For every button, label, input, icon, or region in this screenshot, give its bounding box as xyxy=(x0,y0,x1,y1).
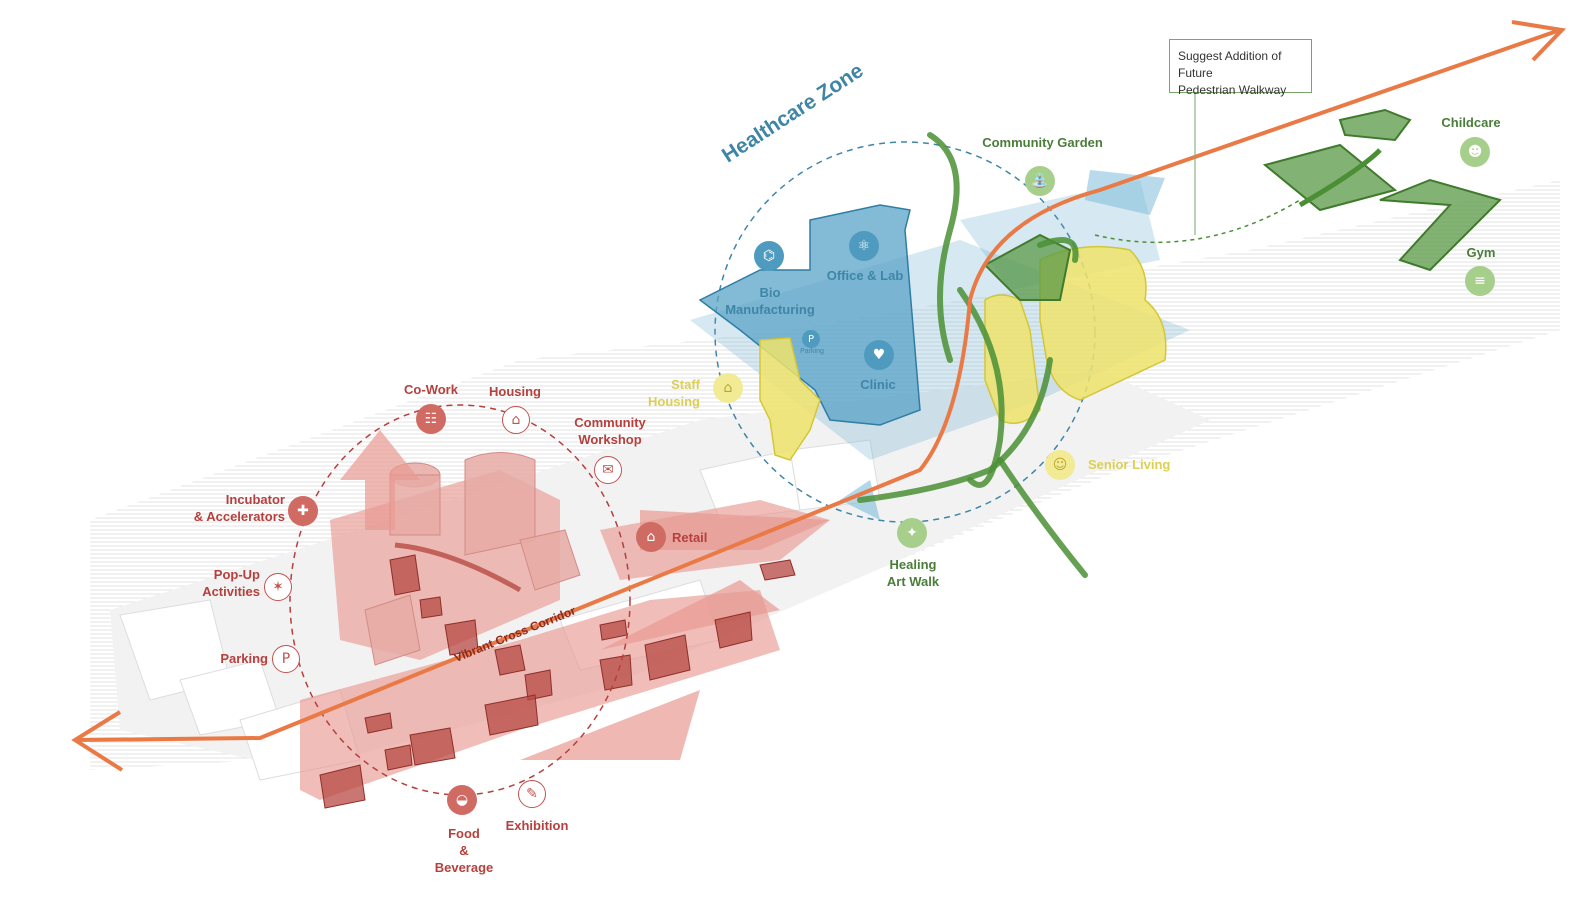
dumbbell-icon: ≡ xyxy=(1465,266,1495,296)
walk-arrows xyxy=(857,132,1088,578)
label-healing-art-walk: Healing Art Walk xyxy=(886,557,940,589)
walking-icon: ✦ xyxy=(897,518,927,548)
label-incubator: Incubator & Accelerators xyxy=(193,492,285,524)
label-staff-housing: Staff Housing xyxy=(648,377,700,409)
chat-icon: ✉ xyxy=(594,456,622,484)
future-walkway xyxy=(1094,199,1301,244)
walkway-callout: Suggest Addition of Future Pedestrian Wa… xyxy=(1169,39,1312,97)
label-community-garden: Community Garden xyxy=(982,135,1103,150)
food-bowl-icon: ◒ xyxy=(447,785,477,815)
commercial-buildings xyxy=(364,452,581,666)
label-gym: Gym xyxy=(1466,245,1496,260)
label-housing: Housing xyxy=(489,384,541,399)
label-bio-manufacturing: Bio Manufacturing xyxy=(725,285,815,317)
corridor-arrow-left xyxy=(71,710,124,772)
label-clinic: Clinic xyxy=(860,377,896,392)
gift-icon: ✚ xyxy=(288,496,318,526)
elder-icon: ☺ xyxy=(1045,450,1075,480)
commercial-arrows xyxy=(340,430,830,760)
curved-retail-arc xyxy=(394,542,522,593)
label-food-beverage: Food & Beverage xyxy=(434,826,494,875)
atom-icon: ⚛ xyxy=(849,231,879,261)
watering-can-icon: ⛲ xyxy=(1025,166,1055,196)
label-childcare: Childcare xyxy=(1441,115,1501,130)
parking-icon: P xyxy=(802,330,820,348)
callout-text: Suggest Addition of Future Pedestrian Wa… xyxy=(1178,49,1287,97)
house-icon: ⌂ xyxy=(713,373,743,403)
label-parking: Parking xyxy=(220,651,268,666)
heartbeat-icon: ♥ xyxy=(864,340,894,370)
healthcare-arrow xyxy=(1085,170,1165,215)
label-pop-up: Pop-Up Activities xyxy=(202,567,260,599)
corridor-line xyxy=(74,28,1561,742)
label-community-workshop: Community Workshop xyxy=(574,415,646,447)
corridor-arrow-right xyxy=(1511,20,1567,62)
family-icon: ☻ xyxy=(1460,137,1490,167)
brush-icon: ✎ xyxy=(518,780,546,808)
people-icon: ☷ xyxy=(416,404,446,434)
label-senior-living: Senior Living xyxy=(1088,457,1171,472)
label-office-lab: Office & Lab xyxy=(826,268,904,283)
house-icon-housing: ⌂ xyxy=(502,406,530,434)
parking-icon-red: P xyxy=(272,645,300,673)
retail-buildings xyxy=(319,554,796,809)
green-curve-arrow xyxy=(1298,148,1382,208)
label-parking-small: Parking xyxy=(800,348,824,355)
label-co-work: Co-Work xyxy=(404,382,458,397)
party-icon: ✶ xyxy=(264,573,292,601)
shop-icon: ⌂ xyxy=(636,522,666,552)
green-zone xyxy=(983,108,1502,301)
label-retail: Retail xyxy=(672,530,708,545)
label-exhibition: Exhibition xyxy=(505,818,569,833)
dna-icon: ⌬ xyxy=(754,241,784,271)
